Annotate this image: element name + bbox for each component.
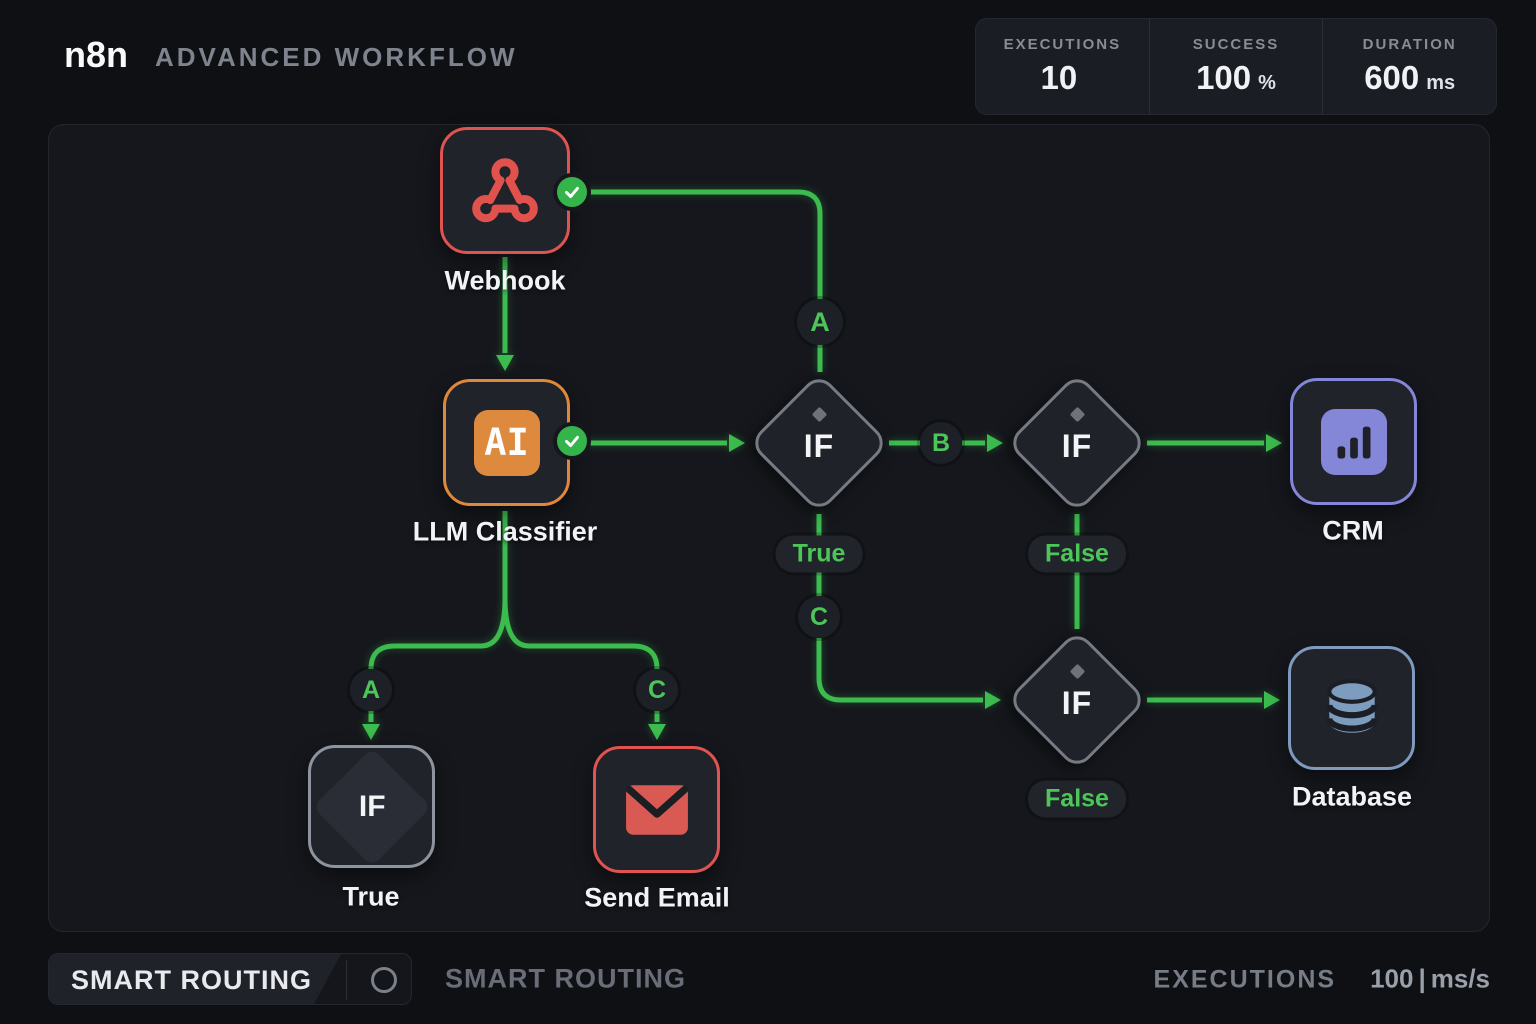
workflow-canvas[interactable] [48, 124, 1490, 932]
tab-smart-routing[interactable]: SMART ROUTING [49, 954, 341, 1005]
if-label: IF [1061, 685, 1093, 721]
node-label-llm: LLM Classifier [412, 516, 598, 547]
condition-pill-false-2: False [1028, 780, 1126, 818]
branch-badge-b: B [920, 422, 962, 464]
node-label-crm: CRM [1322, 515, 1384, 546]
node-label-database: Database [1291, 781, 1413, 812]
footer-metric-separator: | [1418, 963, 1426, 994]
tab-label: SMART ROUTING [71, 964, 312, 995]
condition-pill-true: True [775, 535, 863, 573]
node-label-true: True [342, 881, 400, 912]
stat-unit: % [1258, 72, 1276, 94]
if-diamond-icon: IF [312, 747, 431, 866]
node-llm-classifier[interactable]: AI [443, 379, 570, 506]
footer-metrics: EXECUTIONS 100 | ms/s [1154, 964, 1490, 995]
webhook-icon [472, 157, 538, 222]
node-true-if[interactable]: IF [308, 745, 435, 868]
if-label: IF [358, 789, 385, 823]
database-icon [1325, 679, 1378, 733]
branch-badge-a-top: A [797, 299, 843, 345]
if-label: IF [1061, 428, 1093, 464]
stat-value: 600 [1364, 59, 1420, 96]
footer-tab-group: SMART ROUTING [48, 953, 412, 1005]
node-database[interactable] [1288, 646, 1415, 770]
divider [346, 960, 347, 1000]
branch-badge-c-right: C [636, 669, 678, 711]
stat-label: DURATION [1362, 36, 1457, 53]
page-title: ADVANCED WORKFLOW [155, 42, 518, 72]
diamond-dot-icon [1069, 663, 1085, 680]
node-label-webhook: Webhook [444, 265, 566, 296]
node-webhook[interactable] [440, 127, 570, 254]
diamond-dot-icon [1069, 406, 1085, 423]
stat-unit: ms [1426, 72, 1456, 94]
diamond-dot-icon [811, 406, 827, 423]
stat-label: SUCCESS [1192, 36, 1280, 53]
stat-value: 100 [1196, 59, 1252, 96]
node-label-send-email: Send Email [584, 882, 730, 913]
stat-executions: EXECUTIONS 10 [976, 19, 1149, 114]
node-crm[interactable] [1290, 378, 1417, 505]
footer-executions-label: EXECUTIONS [1153, 965, 1337, 994]
stat-label: EXECUTIONS [1003, 36, 1122, 53]
condition-pill-false-1: False [1028, 535, 1126, 573]
ai-icon: AI [473, 409, 540, 476]
stat-value: 10 [1040, 59, 1078, 96]
stat-duration: DURATION 600 ms [1322, 19, 1496, 114]
if-label: IF [803, 428, 835, 464]
node-send-email[interactable] [593, 746, 720, 873]
branch-badge-a-left: A [350, 669, 392, 711]
bar-chart-icon [1320, 408, 1387, 475]
n8n-logo: n8n [64, 34, 129, 75]
email-icon [625, 784, 688, 835]
footer-executions-value: 100 [1370, 963, 1414, 994]
success-check-icon [553, 422, 591, 460]
stats-panel: EXECUTIONS 10 SUCCESS 100 % DURATION 600… [975, 18, 1497, 115]
stat-success: SUCCESS 100 % [1148, 19, 1323, 114]
status-circle-icon[interactable] [371, 967, 397, 993]
footer-metric-unit: ms/s [1430, 963, 1490, 994]
footer-subtitle: SMART ROUTING [445, 963, 686, 994]
branch-badge-c-mid: C [798, 596, 840, 638]
success-check-icon [553, 173, 591, 211]
